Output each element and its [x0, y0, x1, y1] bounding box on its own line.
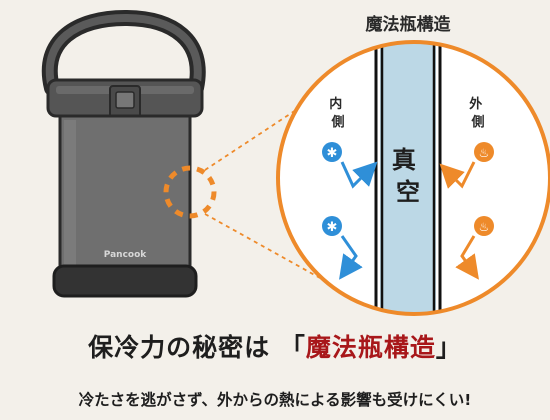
snowflake-icon: [322, 142, 342, 162]
headline-open-bracket: 「: [279, 333, 306, 362]
brand-label: Pancook: [104, 250, 148, 260]
svg-text:♨: ♨: [479, 220, 490, 234]
headline-prefix: 保冷力の秘密は: [88, 333, 271, 362]
thermos-diagram: Pancook 魔法瓶構造 内 側 外 側 真 空 ✱ ✱: [41, 9, 550, 316]
svg-text:✱: ✱: [327, 146, 338, 161]
svg-text:✱: ✱: [327, 220, 338, 235]
inner-label: 内 側: [329, 96, 347, 130]
subline: 冷たさを逃がさず、外からの熱による影響も受けにくい!: [78, 391, 472, 409]
snowflake-icon: [322, 216, 342, 236]
cold-indicator: ✱: [322, 142, 378, 189]
connector-line: [204, 213, 321, 279]
headline: 保冷力の秘密は 「魔法瓶構造」: [0, 328, 550, 364]
vacuum-layer: [380, 42, 436, 314]
headline-highlight: 魔法瓶構造: [305, 333, 436, 362]
vacuum-label: 真 空: [392, 146, 424, 206]
svg-text:♨: ♨: [479, 146, 490, 160]
zoom-circle: [276, 40, 550, 316]
cold-indicator: ✱: [322, 216, 363, 280]
jar-body: [58, 114, 192, 278]
diagram-title: 魔法瓶構造: [366, 14, 452, 35]
zoom-source-circle: [163, 165, 217, 219]
food-jar: Pancook: [41, 9, 206, 298]
jar-base: [52, 264, 198, 298]
headline-close-bracket: 」: [435, 333, 462, 362]
heat-indicator: ♨: [455, 216, 494, 280]
heat-waves-icon: [474, 216, 494, 236]
heat-waves-icon: [474, 142, 494, 162]
heat-indicator: ♨: [439, 142, 494, 189]
outer-label: 外 側: [468, 96, 487, 130]
connector-line: [204, 109, 297, 171]
